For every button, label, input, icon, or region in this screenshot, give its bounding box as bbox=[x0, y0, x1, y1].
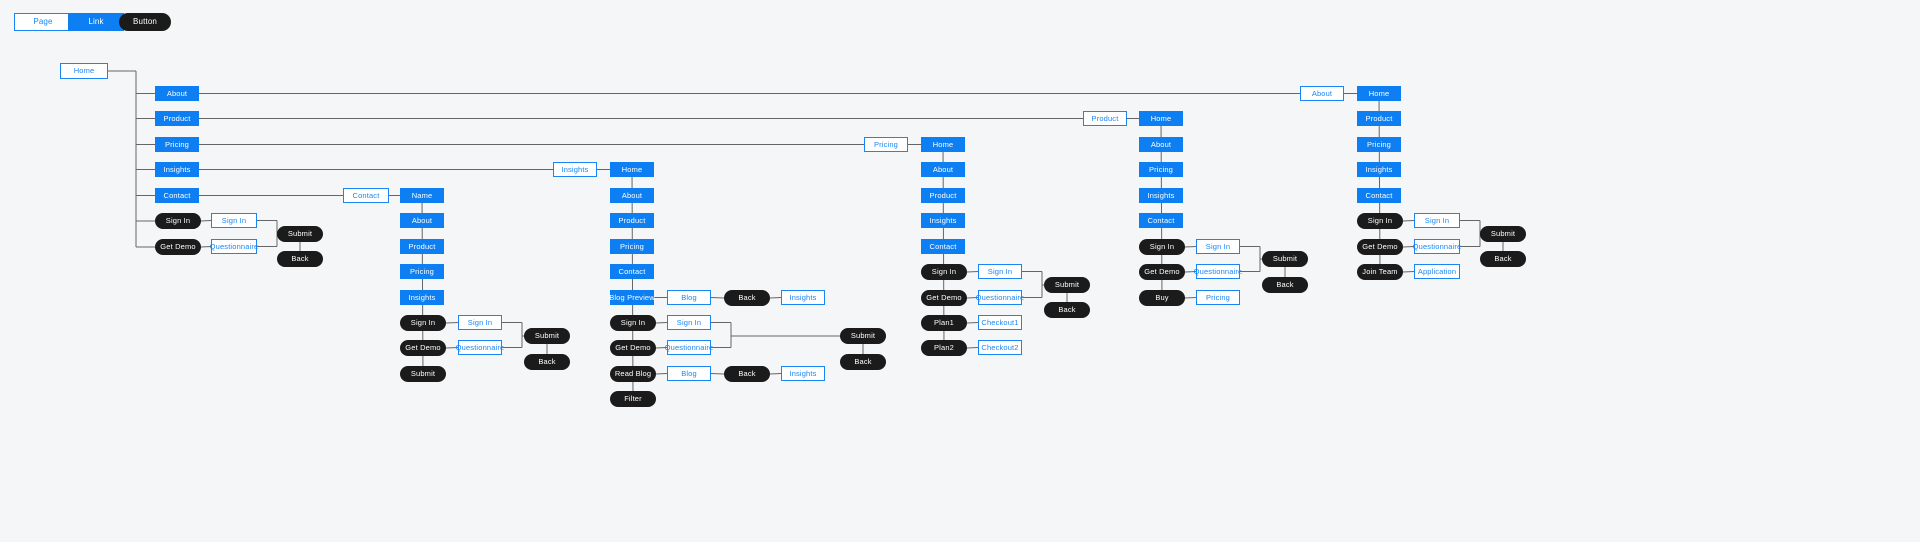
node-button-read-blog[interactable]: Read Blog bbox=[610, 366, 656, 382]
node-button-sign-in[interactable]: Sign In bbox=[400, 315, 446, 331]
node-link-insights[interactable]: Insights bbox=[155, 162, 199, 177]
node-link-home[interactable]: Home bbox=[921, 137, 965, 152]
node-page-sign-in[interactable]: Sign In bbox=[211, 213, 257, 228]
node-link-contact[interactable]: Contact bbox=[1357, 188, 1401, 203]
node-link-pricing[interactable]: Pricing bbox=[155, 137, 199, 152]
node-link-insights[interactable]: Insights bbox=[921, 213, 965, 228]
node-page-questionnaire[interactable]: Questionnaire bbox=[456, 340, 504, 355]
node-button-plan1[interactable]: Plan1 bbox=[921, 315, 967, 331]
node-button-back[interactable]: Back bbox=[840, 354, 886, 370]
node-link-about[interactable]: About bbox=[400, 213, 444, 228]
node-link-home[interactable]: Home bbox=[1139, 111, 1183, 126]
node-page-pricing[interactable]: Pricing bbox=[864, 137, 908, 152]
node-button-sign-in[interactable]: Sign In bbox=[1139, 239, 1185, 255]
node-page-sign-in[interactable]: Sign In bbox=[1414, 213, 1460, 228]
node-link-about[interactable]: About bbox=[155, 86, 199, 101]
node-button-submit[interactable]: Submit bbox=[277, 226, 323, 242]
node-link-contact[interactable]: Contact bbox=[610, 264, 654, 279]
node-page-questionnaire[interactable]: Questionnaire bbox=[210, 239, 258, 254]
node-button-submit[interactable]: Submit bbox=[1262, 251, 1308, 267]
node-link-home[interactable]: Home bbox=[610, 162, 654, 177]
legend-link-swatch: Link bbox=[68, 13, 124, 31]
node-button-sign-in[interactable]: Sign In bbox=[610, 315, 656, 331]
legend-page-swatch: Page bbox=[14, 13, 72, 31]
node-page-insights[interactable]: Insights bbox=[553, 162, 597, 177]
node-page-sign-in[interactable]: Sign In bbox=[667, 315, 711, 330]
node-button-back[interactable]: Back bbox=[1262, 277, 1308, 293]
node-button-get-demo[interactable]: Get Demo bbox=[610, 340, 656, 356]
node-page-sign-in[interactable]: Sign In bbox=[458, 315, 502, 330]
node-button-get-demo[interactable]: Get Demo bbox=[921, 290, 967, 306]
node-page-insights[interactable]: Insights bbox=[781, 366, 825, 381]
node-page-contact[interactable]: Contact bbox=[343, 188, 389, 203]
node-link-blog-preview[interactable]: Blog Preview bbox=[609, 290, 655, 305]
node-link-insights[interactable]: Insights bbox=[400, 290, 444, 305]
node-page-questionnaire[interactable]: Questionnaire bbox=[976, 290, 1024, 305]
node-link-product[interactable]: Product bbox=[400, 239, 444, 254]
node-button-join-team[interactable]: Join Team bbox=[1357, 264, 1403, 280]
node-link-about[interactable]: About bbox=[1139, 137, 1183, 152]
node-link-product[interactable]: Product bbox=[610, 213, 654, 228]
node-page-checkout2[interactable]: Checkout2 bbox=[978, 340, 1022, 355]
node-link-pricing[interactable]: Pricing bbox=[1139, 162, 1183, 177]
node-button-filter[interactable]: Filter bbox=[610, 391, 656, 407]
node-page-insights[interactable]: Insights bbox=[781, 290, 825, 305]
node-link-product[interactable]: Product bbox=[155, 111, 199, 126]
node-link-home[interactable]: Home bbox=[1357, 86, 1401, 101]
node-button-submit[interactable]: Submit bbox=[840, 328, 886, 344]
node-link-about[interactable]: About bbox=[921, 162, 965, 177]
node-link-insights[interactable]: Insights bbox=[1357, 162, 1401, 177]
node-link-contact[interactable]: Contact bbox=[155, 188, 199, 203]
legend-button-swatch: Button bbox=[119, 13, 171, 31]
node-page-home[interactable]: Home bbox=[60, 63, 108, 79]
node-link-pricing[interactable]: Pricing bbox=[1357, 137, 1401, 152]
node-page-blog[interactable]: Blog bbox=[667, 290, 711, 305]
node-button-back[interactable]: Back bbox=[1480, 251, 1526, 267]
node-button-submit[interactable]: Submit bbox=[1044, 277, 1090, 293]
node-button-get-demo[interactable]: Get Demo bbox=[400, 340, 446, 356]
node-page-sign-in[interactable]: Sign In bbox=[1196, 239, 1240, 254]
node-button-back[interactable]: Back bbox=[724, 290, 770, 306]
node-link-pricing[interactable]: Pricing bbox=[400, 264, 444, 279]
node-button-plan2[interactable]: Plan2 bbox=[921, 340, 967, 356]
node-button-get-demo[interactable]: Get Demo bbox=[1357, 239, 1403, 255]
node-page-checkout1[interactable]: Checkout1 bbox=[978, 315, 1022, 330]
node-button-sign-in[interactable]: Sign In bbox=[155, 213, 201, 229]
node-page-sign-in[interactable]: Sign In bbox=[978, 264, 1022, 279]
node-link-pricing[interactable]: Pricing bbox=[610, 239, 654, 254]
node-link-contact[interactable]: Contact bbox=[1139, 213, 1183, 228]
node-button-submit[interactable]: Submit bbox=[524, 328, 570, 344]
node-button-sign-in[interactable]: Sign In bbox=[1357, 213, 1403, 229]
node-link-product[interactable]: Product bbox=[921, 188, 965, 203]
node-button-get-demo[interactable]: Get Demo bbox=[155, 239, 201, 255]
node-link-insights[interactable]: Insights bbox=[1139, 188, 1183, 203]
node-page-about[interactable]: About bbox=[1300, 86, 1344, 101]
node-button-buy[interactable]: Buy bbox=[1139, 290, 1185, 306]
node-page-blog[interactable]: Blog bbox=[667, 366, 711, 381]
node-link-product[interactable]: Product bbox=[1357, 111, 1401, 126]
node-link-about[interactable]: About bbox=[610, 188, 654, 203]
node-button-get-demo[interactable]: Get Demo bbox=[1139, 264, 1185, 280]
node-page-application[interactable]: Application bbox=[1414, 264, 1460, 279]
node-button-submit[interactable]: Submit bbox=[400, 366, 446, 382]
node-button-back[interactable]: Back bbox=[277, 251, 323, 267]
node-button-back[interactable]: Back bbox=[1044, 302, 1090, 318]
node-link-contact[interactable]: Contact bbox=[921, 239, 965, 254]
node-page-questionnaire[interactable]: Questionnaire bbox=[1194, 264, 1242, 279]
node-button-back[interactable]: Back bbox=[724, 366, 770, 382]
node-page-pricing[interactable]: Pricing bbox=[1196, 290, 1240, 305]
node-button-submit[interactable]: Submit bbox=[1480, 226, 1526, 242]
node-page-questionnaire[interactable]: Questionnaire bbox=[1413, 239, 1461, 254]
node-link-name[interactable]: Name bbox=[400, 188, 444, 203]
node-page-questionnaire[interactable]: Questionnaire bbox=[665, 340, 713, 355]
node-button-sign-in[interactable]: Sign In bbox=[921, 264, 967, 280]
node-button-back[interactable]: Back bbox=[524, 354, 570, 370]
node-page-product[interactable]: Product bbox=[1083, 111, 1127, 126]
